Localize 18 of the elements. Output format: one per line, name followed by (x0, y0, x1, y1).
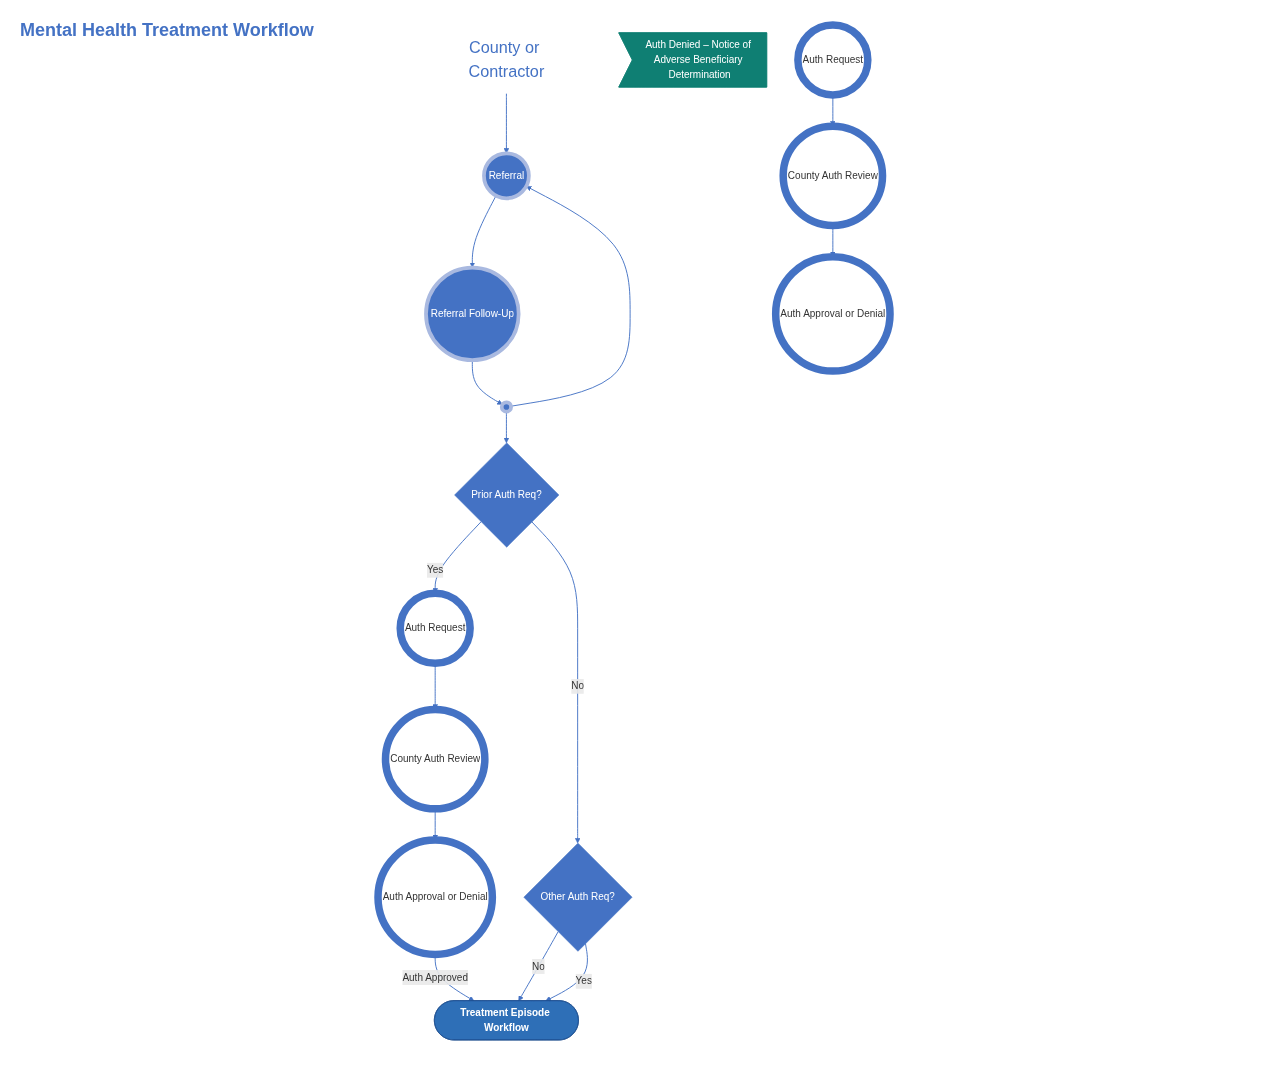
node-circle: Auth Request (794, 21, 873, 99)
node-diamond: Other Auth Req? (524, 842, 633, 952)
node-circle: Auth Request (396, 589, 475, 668)
edge-label: Yes (427, 564, 444, 576)
workflow-label: Mental Health Treatment Workflow (20, 20, 314, 41)
node-circle: Referral (482, 151, 532, 201)
node-circle (500, 400, 514, 414)
edge-label: Yes (576, 975, 593, 987)
edge-label: No (532, 960, 546, 972)
node-circle: Auth Approval or Denial (772, 252, 895, 375)
node-circle: Referral Follow-Up (424, 265, 521, 363)
node-text: County or Contractor (468, 38, 545, 82)
node-circle: County Auth Review (779, 122, 887, 230)
edge-label: No (571, 680, 585, 692)
edge-label: Auth Approved (402, 971, 469, 983)
node-circle: Auth Approval or Denial (374, 836, 497, 959)
node-circle: County Auth Review (382, 705, 490, 813)
node-diamond: Prior Auth Req? (454, 442, 560, 548)
